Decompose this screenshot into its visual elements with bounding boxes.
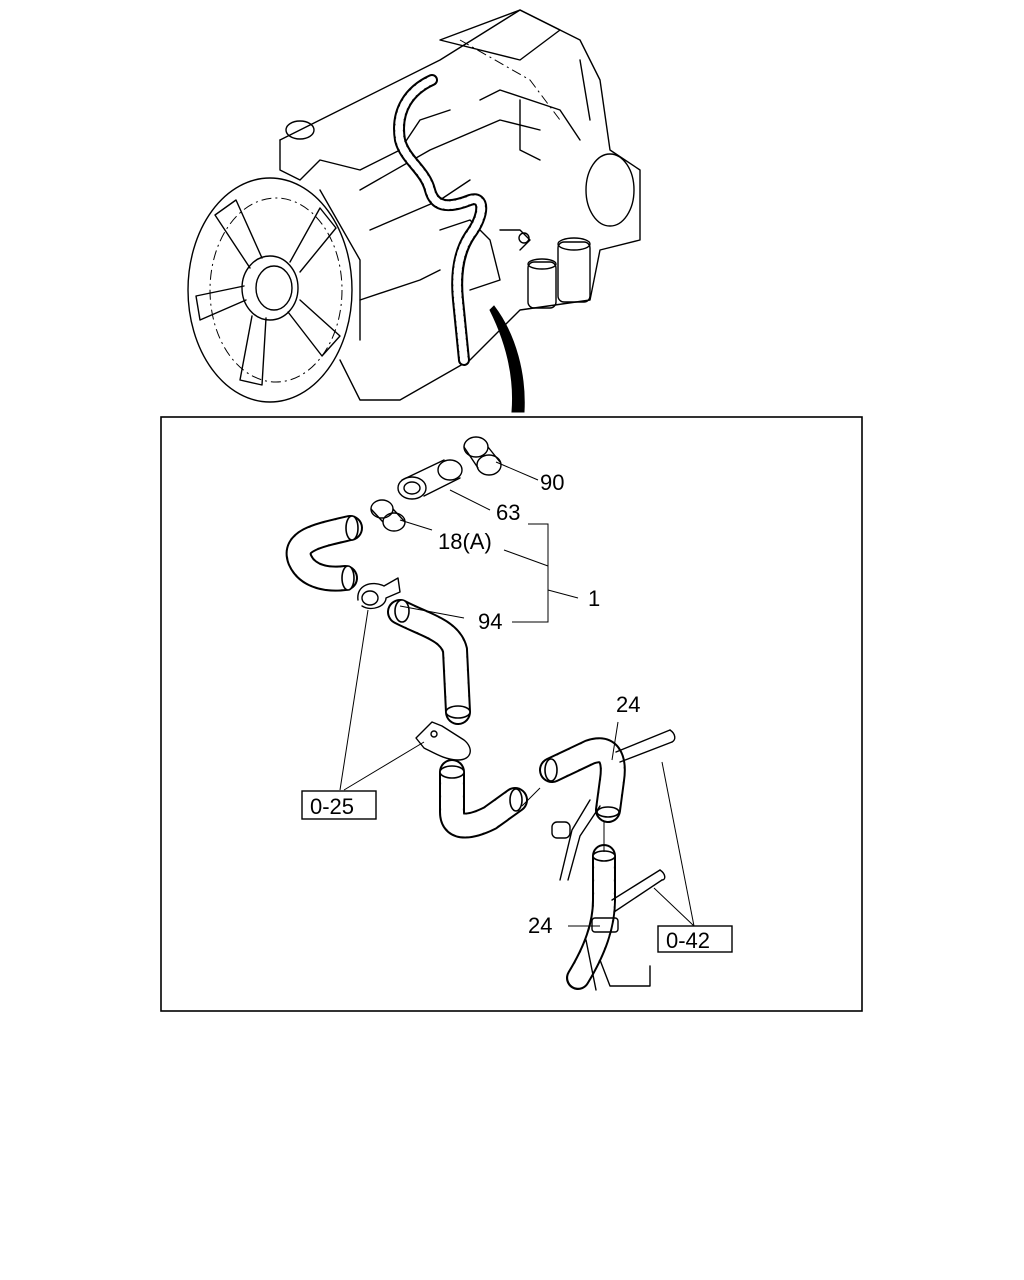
callout-1: 1	[588, 586, 600, 611]
reference-0-25-label: 0-25	[310, 794, 354, 819]
clip-90	[463, 436, 502, 476]
callout-63: 63	[496, 500, 520, 525]
clip-18a	[370, 499, 406, 532]
callout-90: 90	[540, 470, 564, 495]
callout-94: 94	[478, 609, 502, 634]
plate-bracket	[415, 721, 471, 761]
detail-pointer	[489, 305, 525, 413]
callout-labels: 90 63 18(A) 1 94 24 24	[438, 470, 640, 938]
upper-corrugated-hose	[285, 515, 363, 592]
detail-frame	[160, 416, 863, 1012]
engine-wiring-harness	[393, 74, 488, 366]
right-corrugated-hose	[539, 737, 626, 990]
reference-0-42-label: 0-42	[666, 928, 710, 953]
engine-block	[279, 9, 641, 401]
lower-corrugated-hose	[439, 759, 528, 839]
engine-overview	[187, 9, 641, 413]
hose-clamp-bracket	[357, 577, 401, 610]
cooling-fan	[187, 177, 353, 403]
callout-18a: 18(A)	[438, 529, 492, 554]
detail-parts	[285, 436, 695, 991]
callout-24-bottom: 24	[528, 913, 552, 938]
reference-boxes: 0-25 0-42	[301, 790, 733, 953]
sleeve-63	[397, 459, 463, 500]
callout-24-top: 24	[616, 692, 640, 717]
pipes	[551, 729, 676, 991]
leader-lines	[339, 461, 695, 927]
middle-corrugated-hose	[387, 599, 471, 725]
reference-0-42[interactable]: 0-42	[657, 925, 733, 953]
reference-0-25[interactable]: 0-25	[301, 790, 377, 820]
